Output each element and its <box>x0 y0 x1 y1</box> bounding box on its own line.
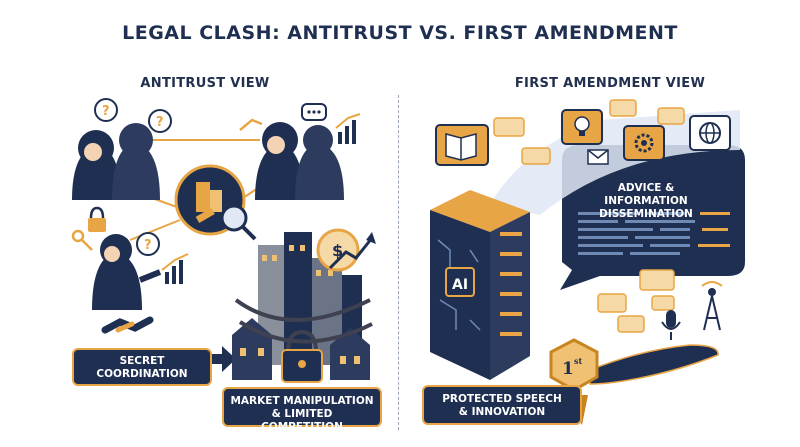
secret-coordination-label: SECRET COORDINATION <box>72 348 212 386</box>
envelope-icon <box>587 149 609 165</box>
magnifier-icon <box>220 204 257 241</box>
question-bubble-icon <box>94 98 172 256</box>
question-mark-2: ? <box>156 115 164 130</box>
advice-dissemination-title: ADVICE & INFORMATION DISSEMINATION <box>576 182 716 221</box>
whisper-figure-icon <box>112 123 160 200</box>
market-label-line-1: MARKET MANIPULATION <box>230 395 374 407</box>
pointing-figure-icon <box>92 234 162 310</box>
chain-icon <box>234 298 373 344</box>
dollar-symbol: $ <box>332 241 343 260</box>
bubble-title-line-1: ADVICE & INFORMATION <box>604 182 688 207</box>
antitrust-subtitle: ANTITRUST VIEW <box>140 76 270 91</box>
speech-bubble-panel <box>560 145 745 290</box>
server-icon <box>430 190 530 380</box>
radio-tower-icon <box>701 281 723 331</box>
dollar-coin-icon <box>316 228 376 272</box>
handshake-icon <box>101 316 154 334</box>
data-stream <box>490 110 740 215</box>
page-title: LEGAL CLASH: ANTITRUST VS. FIRST AMENDME… <box>122 22 678 44</box>
book-icon <box>435 124 489 166</box>
center-divider <box>398 95 399 430</box>
bubble-title-line-2: DISSEMINATION <box>599 208 693 220</box>
question-mark-1: ? <box>102 104 110 119</box>
secret-label-line-2: COORDINATION <box>96 368 188 380</box>
whisper-figure-icon <box>295 125 344 200</box>
trend-arrow-icon <box>239 118 263 131</box>
chat-bubble-icon <box>493 99 685 333</box>
protected-label-line-2: & INNOVATION <box>458 406 546 418</box>
hooded-figure-icon <box>255 122 304 200</box>
question-mark-3: ? <box>144 238 152 253</box>
medal-number: 1 <box>562 359 574 379</box>
bar-chart-icon <box>335 113 361 144</box>
hooded-figure-icon <box>72 130 122 200</box>
market-label-line-2: & LIMITED COMPETITION <box>261 408 343 433</box>
lock-icon <box>88 206 106 232</box>
protected-label-line-1: PROTECTED SPEECH <box>442 393 562 405</box>
bar-chart-icon <box>161 253 189 284</box>
secret-label-line-1: SECRET <box>119 355 165 367</box>
medal-suffix: st <box>574 356 583 366</box>
key-icon <box>71 229 93 251</box>
globe-icon <box>689 115 731 151</box>
hand-icon <box>589 344 719 385</box>
chat-bubble-icon <box>301 103 327 121</box>
padlock-icon <box>281 329 323 383</box>
lightbulb-icon <box>561 109 603 145</box>
gear-icon <box>623 125 665 161</box>
first-amendment-subtitle: FIRST AMENDMENT VIEW <box>514 76 706 91</box>
arrow-right-icon <box>212 346 236 372</box>
server-ai-label: AI <box>452 277 468 293</box>
gavel-icon <box>195 207 215 223</box>
microphone-icon <box>661 310 681 340</box>
market-manipulation-label: MARKET MANIPULATION & LIMITED COMPETITIO… <box>222 387 382 433</box>
protected-speech-label: PROTECTED SPEECH & INNOVATION <box>422 385 582 425</box>
